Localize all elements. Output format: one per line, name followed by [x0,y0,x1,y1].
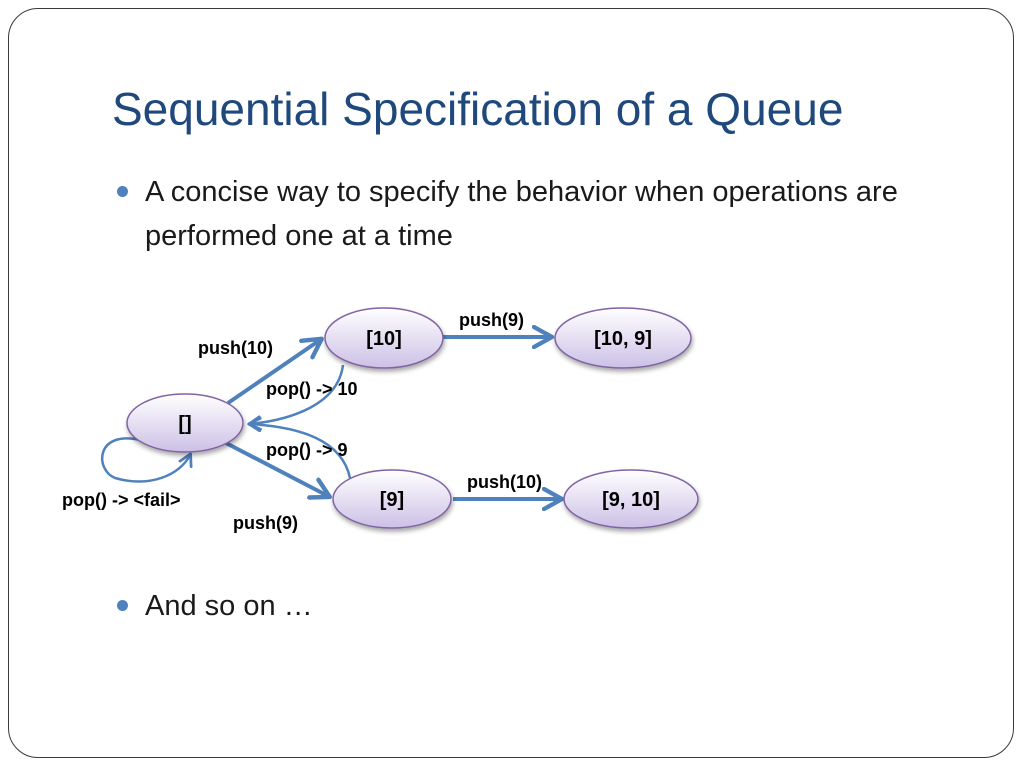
edge-label-push10-9-to-9-10: push(10) [467,472,542,492]
edge-label-popfail: pop() -> <fail> [62,490,181,510]
edge-label-push9-empty-to-9: push(9) [233,513,298,533]
state-label-empty: [] [178,413,191,435]
state-label-10: [10] [366,328,402,350]
state-node-9-10 [563,469,699,529]
edge-pop10-10-to-empty [250,364,345,424]
state-label-9-10: [9, 10] [602,489,660,511]
edge-label-push10-empty-to-10: push(10) [198,338,273,358]
edge-popfail-self-loop [101,437,190,483]
edge-label-pop10: pop() -> 10 [266,379,358,399]
state-label-10-9: [10, 9] [594,328,652,350]
slide-frame [8,8,1014,758]
edge-pop9-9-to-empty [250,424,352,479]
state-node-9 [332,469,452,529]
edge-push10-empty-to-10 [226,340,320,405]
edge-push9-empty-to-9 [225,441,328,496]
edge-label-push9-10-to-10-9: push(9) [459,310,524,330]
edge-label-pop9: pop() -> 9 [266,440,348,460]
bullet-text: And so on … [145,590,313,622]
state-node-10-9 [554,307,692,369]
bullet-dot-icon [117,186,128,197]
state-node-empty [126,393,244,453]
state-label-9: [9] [380,489,404,511]
slide-title: Sequential Specification of a Queue [112,83,844,135]
state-node-10 [324,307,444,369]
bullet-text: A concise way to specify the behavior wh… [145,176,898,252]
bullet-dot-icon [117,600,128,611]
